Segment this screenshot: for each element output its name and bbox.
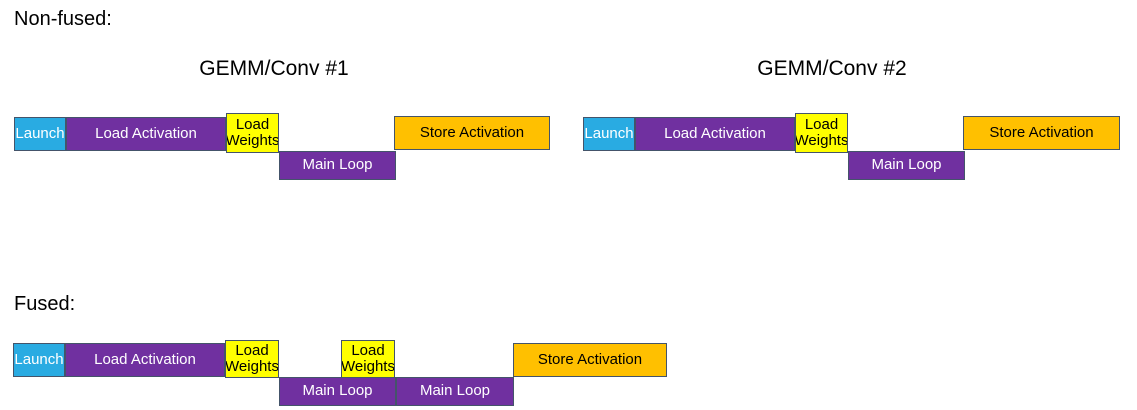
launch-bar: Launch [13, 343, 65, 377]
main-loop-bar: Main Loop [396, 377, 514, 406]
store-activation-bar: Store Activation [394, 116, 550, 150]
load-weights-bar: Load Weights [225, 340, 279, 378]
load-weights-bar: Load Weights [795, 113, 848, 153]
main-loop-bar: Main Loop [279, 377, 396, 406]
load-weights-bar: Load Weights [341, 340, 395, 378]
load-activation-bar: Load Activation [65, 343, 225, 377]
launch-bar: Launch [583, 117, 635, 151]
group-title-gemm-conv-2: GEMM/Conv #2 [757, 57, 907, 80]
launch-bar: Launch [14, 117, 66, 151]
group-title-gemm-conv-1: GEMM/Conv #1 [199, 57, 349, 80]
main-loop-bar: Main Loop [848, 151, 965, 180]
load-activation-bar: Load Activation [635, 117, 795, 151]
store-activation-bar: Store Activation [963, 116, 1120, 150]
load-activation-bar: Load Activation [66, 117, 226, 151]
section-label-fused: Fused: [14, 293, 76, 315]
load-weights-bar: Load Weights [226, 113, 279, 153]
store-activation-bar: Store Activation [513, 343, 667, 377]
main-loop-bar: Main Loop [279, 151, 396, 180]
section-label-nonfused: Non-fused: [14, 8, 112, 30]
